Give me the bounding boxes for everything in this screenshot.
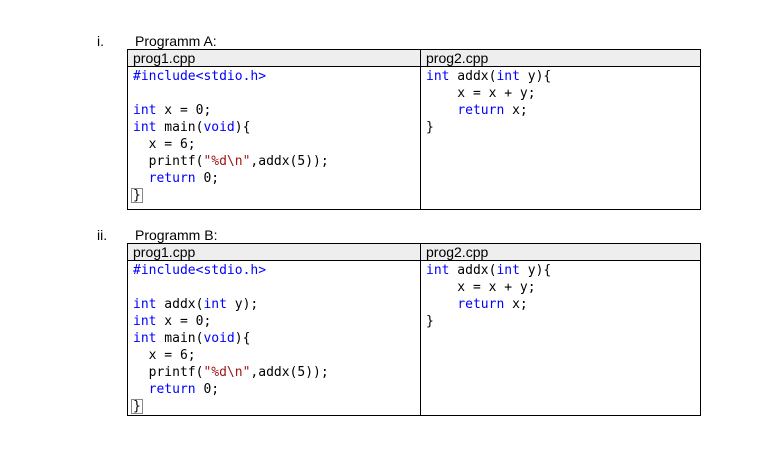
code-text: x; — [504, 103, 528, 118]
left-file-column: prog1.cpp #include<stdio.h>int x = 0;int… — [128, 50, 421, 209]
code-line: int addx(int y); — [133, 296, 420, 313]
code-line: int x = 0; — [133, 313, 420, 330]
code-text: x = x + y; — [426, 86, 536, 101]
code-line: return 0; — [133, 170, 420, 187]
code-line: } — [426, 119, 700, 136]
closing-brace: } — [131, 399, 143, 414]
code-text: x = 0; — [156, 103, 212, 118]
code-line — [133, 279, 420, 296]
code-keyword: int — [133, 103, 157, 118]
code-text: main( — [156, 331, 204, 346]
code-keyword: #include<stdio.h> — [133, 263, 267, 278]
right-file-column: prog2.cpp int addx(int y){ x = x + y; re… — [421, 50, 700, 209]
code-text: y){ — [519, 263, 552, 278]
section-numeral: i. — [97, 33, 104, 49]
file-name-header: prog1.cpp — [128, 244, 420, 261]
code-table: prog1.cpp #include<stdio.h>int x = 0;int… — [127, 49, 701, 210]
code-string: "%d\n" — [203, 154, 251, 169]
code-text: x = 6; — [133, 348, 196, 363]
file-name-header: prog2.cpp — [421, 244, 700, 261]
code-text: addx( — [449, 69, 497, 84]
code-line: #include<stdio.h> — [133, 262, 420, 279]
code-text: 0; — [195, 171, 220, 186]
code-string: "%d\n" — [203, 365, 251, 380]
code-text: ){ — [234, 120, 251, 135]
code-line: #include<stdio.h> — [133, 68, 420, 85]
code-line: x = 6; — [133, 136, 420, 153]
code-keyword: return — [148, 382, 196, 397]
code-keyword: int — [133, 297, 157, 312]
file-name-header: prog1.cpp — [128, 50, 420, 67]
code-text: ,addx(5)); — [250, 365, 329, 380]
code-text: } — [426, 314, 434, 329]
code-text — [133, 171, 149, 186]
code-text: printf( — [133, 365, 204, 380]
right-file-column: prog2.cpp int addx(int y){ x = x + y; re… — [421, 244, 700, 415]
code-text: 0; — [195, 382, 220, 397]
closing-brace: } — [131, 188, 143, 203]
code-line: x = x + y; — [426, 85, 700, 102]
code-keyword: return — [148, 171, 196, 186]
code-text — [426, 297, 457, 312]
code-keyword: int — [133, 314, 157, 329]
code-line: int x = 0; — [133, 102, 420, 119]
code-text: x = 6; — [133, 137, 196, 152]
code-block: int addx(int y){ x = x + y; return x;} — [421, 67, 700, 136]
code-table: prog1.cpp #include<stdio.h>int addx(int … — [127, 243, 701, 416]
code-keyword: void — [203, 120, 235, 135]
code-line: return 0; — [133, 381, 420, 398]
program-title: Programm B: — [135, 227, 218, 243]
left-file-column: prog1.cpp #include<stdio.h>int addx(int … — [128, 244, 421, 415]
code-text — [426, 103, 457, 118]
code-text — [133, 382, 149, 397]
code-text: addx( — [449, 263, 497, 278]
code-text: x; — [504, 297, 528, 312]
code-line: } — [131, 398, 420, 415]
code-keyword: int — [133, 120, 157, 135]
code-line: return x; — [426, 102, 700, 119]
code-line: int main(void){ — [133, 119, 420, 136]
code-text: ){ — [234, 331, 251, 346]
code-line: printf("%d\n",addx(5)); — [133, 364, 420, 381]
code-line — [133, 85, 420, 102]
code-text: addx( — [156, 297, 204, 312]
code-line: int main(void){ — [133, 330, 420, 347]
code-keyword: #include<stdio.h> — [133, 69, 267, 84]
code-line: } — [426, 313, 700, 330]
code-line: x = x + y; — [426, 279, 700, 296]
code-text: } — [426, 120, 434, 135]
code-keyword: int — [496, 263, 520, 278]
code-block: #include<stdio.h>int addx(int y);int x =… — [128, 261, 420, 415]
code-line: int addx(int y){ — [426, 262, 700, 279]
code-keyword: int — [426, 263, 450, 278]
code-text: main( — [156, 120, 204, 135]
code-block: int addx(int y){ x = x + y; return x;} — [421, 261, 700, 330]
code-text: printf( — [133, 154, 204, 169]
code-block: #include<stdio.h>int x = 0;int main(void… — [128, 67, 420, 204]
code-keyword: int — [203, 297, 227, 312]
code-text: y); — [226, 297, 259, 312]
code-text: x = x + y; — [426, 280, 536, 295]
code-keyword: int — [133, 331, 157, 346]
code-text: x = 0; — [156, 314, 212, 329]
code-keyword: return — [457, 297, 505, 312]
code-line: int addx(int y){ — [426, 68, 700, 85]
code-keyword: void — [203, 331, 235, 346]
code-line: } — [131, 187, 420, 204]
code-keyword: return — [457, 103, 505, 118]
code-line: x = 6; — [133, 347, 420, 364]
code-keyword: int — [496, 69, 520, 84]
program-title: Programm A: — [135, 33, 217, 49]
code-text: y){ — [519, 69, 552, 84]
code-keyword: int — [426, 69, 450, 84]
code-line: return x; — [426, 296, 700, 313]
code-text: ,addx(5)); — [250, 154, 329, 169]
section-numeral: ii. — [97, 227, 108, 243]
file-name-header: prog2.cpp — [421, 50, 700, 67]
code-line: printf("%d\n",addx(5)); — [133, 153, 420, 170]
